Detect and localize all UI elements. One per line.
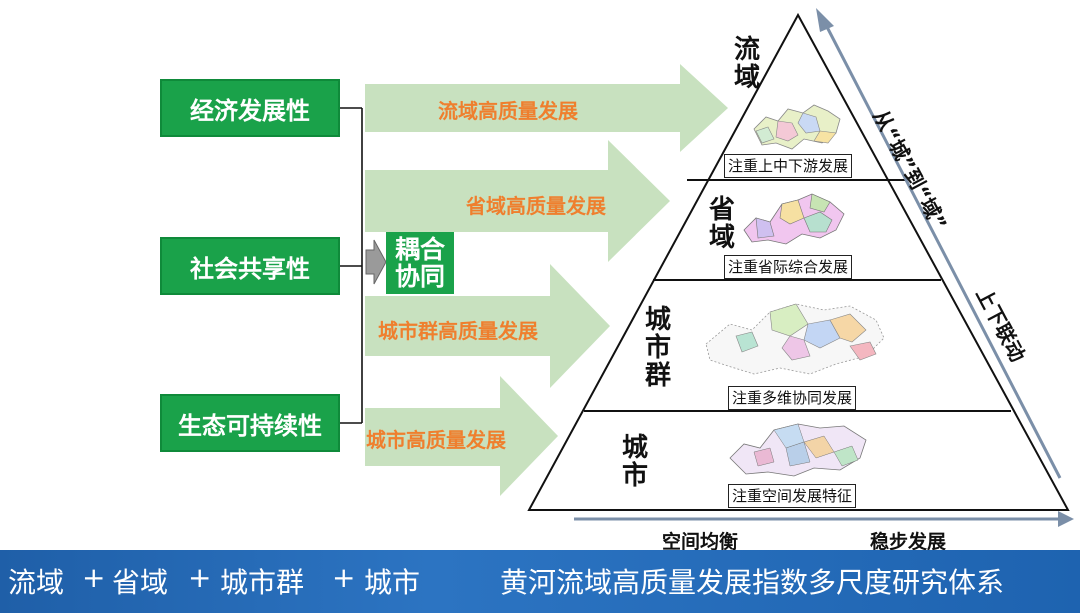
axis-label-steady-development: 稳步发展 [870, 531, 947, 553]
axis-label-spatial-balance: 空间均衡 [662, 531, 739, 553]
economy-dimension-box: 经济发展性 [160, 79, 340, 137]
arrow-label-city: 城市高质量发展 [366, 428, 506, 452]
level-label-city: 城 市 [621, 433, 648, 491]
footer-province: 省域 [112, 566, 169, 599]
caption-urban-agglomeration: 注重多维协同发展 [728, 386, 857, 410]
coupling-pointer-arrow [365, 239, 387, 285]
caption-basin: 注重上中下游发展 [724, 154, 853, 178]
level-label-province: 省 域 [708, 195, 735, 253]
arrow-label-province: 省域高质量发展 [466, 194, 606, 218]
footer-plus-3: + [332, 561, 356, 594]
arrow-city [365, 376, 558, 496]
city-map-image [729, 423, 867, 477]
dimension-bracket [340, 107, 363, 424]
footer-plus-1: + [82, 561, 106, 594]
arrow-urban-agglomeration [365, 264, 610, 388]
arrow-basin [365, 64, 728, 152]
arrow-label-urban-agglomeration: 城市群高质量发展 [378, 319, 538, 343]
arrow-label-basin: 流域高质量发展 [438, 99, 578, 123]
footer-result: 黄河流域高质量发展指数多尺度研究体系 [500, 566, 1005, 599]
vertical-axis-arrow [816, 8, 1062, 479]
footer-city: 城市 [364, 566, 421, 599]
coupling-box: 耦合 协同 [386, 232, 454, 294]
level-label-basin: 流 域 [733, 35, 760, 93]
province-map-image [743, 193, 845, 245]
footer-bar: 流域 + 省域 + 城市群 + 城市 黄河流域高质量发展指数多尺度研究体系 [0, 550, 1080, 613]
footer-urban-agglomeration: 城市群 [220, 566, 305, 599]
coupling-line2: 协同 [394, 262, 445, 291]
arrow-province [365, 140, 670, 262]
footer-plus-2: + [188, 561, 212, 594]
society-dimension-box: 社会共享性 [160, 237, 340, 295]
caption-province: 注重省际综合发展 [724, 255, 853, 279]
basin-map-image [753, 104, 841, 150]
level-label-urban-agglomeration: 城 市 群 [644, 305, 671, 391]
footer-basin: 流域 [8, 566, 65, 599]
horizontal-axis-arrow [574, 511, 1074, 527]
caption-city: 注重空间发展特征 [728, 484, 857, 508]
coupling-line1: 耦合 [394, 235, 445, 264]
urban-agglomeration-map-image [705, 303, 885, 375]
ecology-dimension-box: 生态可持续性 [160, 394, 340, 452]
